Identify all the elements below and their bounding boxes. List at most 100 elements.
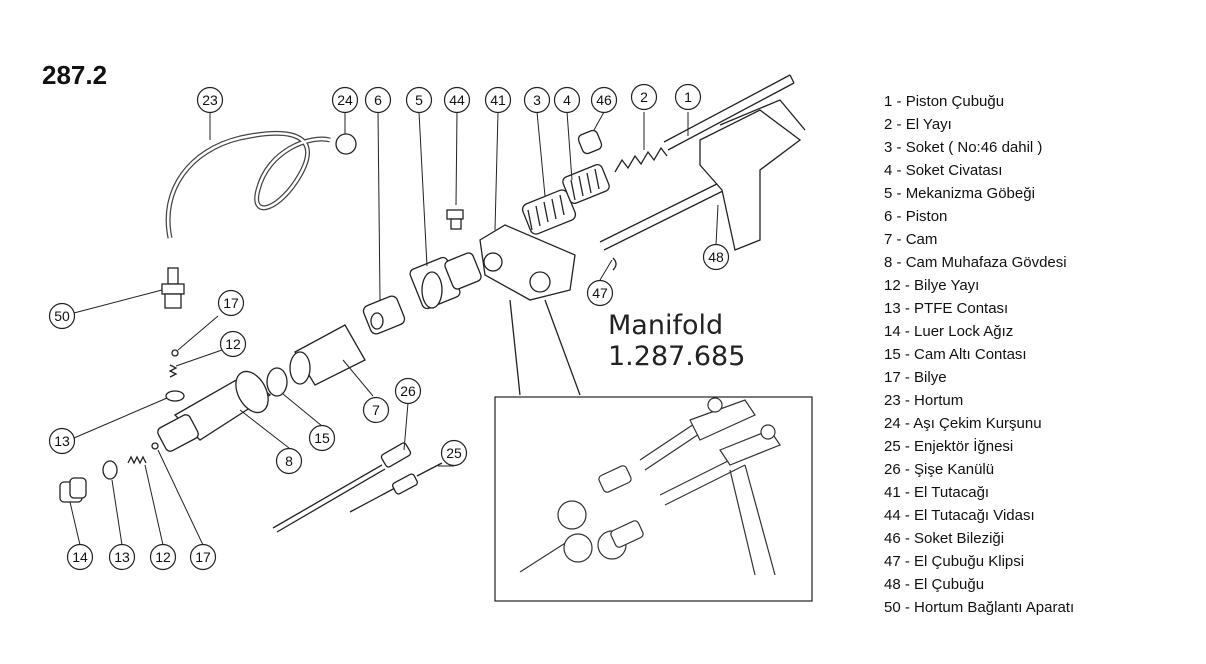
callout-number: 44: [449, 92, 465, 108]
legend-item: 4 - Soket Civatası: [884, 159, 1074, 182]
part-15-seal: [266, 367, 288, 397]
legend-number: 46: [884, 530, 901, 547]
legend-number: 3: [884, 139, 893, 156]
part-17-ball-a: [171, 349, 179, 357]
legend-item: 48 - El Çubuğu: [884, 573, 1074, 596]
legend-separator: -: [900, 553, 915, 570]
legend-number: 7: [884, 231, 893, 248]
part-25-needle: [349, 462, 443, 513]
legend-part-name: El Tutacağı: [914, 484, 990, 501]
legend-item: 15 - Cam Altı Contası: [884, 343, 1074, 366]
callout-number: 41: [490, 92, 506, 108]
callout-number: 14: [72, 549, 88, 565]
callout-circle: [394, 377, 422, 405]
part-1-piston-rod: [663, 74, 795, 151]
legend-number: 15: [884, 346, 901, 363]
legend-item: 25 - Enjektör İğnesi: [884, 435, 1074, 458]
legend-separator: -: [900, 576, 915, 593]
part-6-piston: [362, 295, 406, 335]
callout-number: 13: [54, 433, 70, 449]
part-44-screw: [446, 209, 464, 230]
legend-number: 44: [884, 507, 901, 524]
callout-number: 3: [533, 92, 541, 108]
legend-number: 47: [884, 553, 901, 570]
callout-5: 5: [405, 86, 433, 114]
legend-part-name: Cam: [905, 231, 938, 248]
legend-separator: -: [900, 484, 915, 501]
legend-part-name: Piston Çubuğu: [905, 93, 1005, 110]
callout-4: 4: [553, 86, 581, 114]
legend-separator: -: [900, 323, 915, 340]
legend-item: 1 - Piston Çubuğu: [884, 90, 1074, 113]
manifold-code: 1.287.685: [608, 341, 746, 372]
legend-number: 8: [884, 254, 893, 271]
callout-circle: [219, 330, 247, 358]
callout-number: 25: [446, 445, 462, 461]
legend-number: 50: [884, 599, 901, 616]
callout-circle: [405, 86, 433, 114]
legend-separator: -: [892, 139, 906, 156]
legend-item: 7 - Cam: [884, 228, 1074, 251]
legend-item: 3 - Soket ( No:46 dahil ): [884, 136, 1074, 159]
legend-item: 17 - Bilye: [884, 366, 1074, 389]
legend-part-name: Bilye Yayı: [914, 277, 980, 294]
legend-part-name: PTFE Contası: [914, 300, 1009, 317]
legend-number: 1: [884, 93, 893, 110]
callout-25: 25: [440, 439, 468, 467]
manifold-label: Manifold 1.287.685: [608, 310, 745, 372]
part-drawings: [59, 74, 806, 533]
callout-circle: [702, 243, 730, 271]
callout-24: 24: [331, 86, 359, 114]
callout-number: 50: [54, 308, 70, 324]
callout-13: 13: [48, 427, 76, 455]
callout-circle: [331, 86, 359, 114]
callout-circle: [523, 86, 551, 114]
legend-number: 26: [884, 461, 901, 478]
callout-circle: [48, 302, 76, 330]
callout-number: 8: [285, 453, 293, 469]
callout-14: 14: [66, 543, 94, 571]
part-41-handle: [479, 224, 581, 396]
callout-48: 48: [702, 243, 730, 271]
part-26-cannula: [272, 442, 412, 533]
callout-23: 23: [196, 86, 224, 114]
legend-item: 46 - Soket Bileziği: [884, 527, 1074, 550]
callout-circle: [674, 83, 702, 111]
callout-6: 6: [364, 86, 392, 114]
callout-circle: [48, 427, 76, 455]
manifold-inset-drawing: [519, 397, 781, 576]
callout-7: 7: [362, 396, 390, 424]
callout-number: 6: [374, 92, 382, 108]
callout-number: 47: [592, 285, 608, 301]
legend-separator: -: [900, 392, 915, 409]
legend-separator: -: [900, 438, 915, 455]
callout-number: 17: [223, 295, 239, 311]
model-number: 287.2: [42, 60, 108, 90]
legend-part-name: Enjektör İğnesi: [914, 438, 1014, 455]
legend-item: 5 - Mekanizma Göbeği: [884, 182, 1074, 205]
legend-separator: -: [900, 300, 915, 317]
legend-part-name: Luer Lock Ağız: [914, 323, 1014, 340]
part-24-weight: [335, 133, 357, 155]
legend-number: 5: [884, 185, 893, 202]
callout-circle: [308, 424, 336, 452]
callout-17: 17: [217, 289, 245, 317]
legend-part-name: El Tutacağı Vidası: [914, 507, 1035, 524]
legend-part-name: Piston: [905, 208, 948, 225]
manifold-inset-frame: [494, 396, 813, 602]
legend-item: 41 - El Tutacağı: [884, 481, 1074, 504]
legend-item: 8 - Cam Muhafaza Gövdesi: [884, 251, 1074, 274]
callout-number: 7: [372, 402, 380, 418]
part-12-spring-a: [168, 364, 178, 378]
callout-number: 23: [202, 92, 218, 108]
callout-2: 2: [630, 83, 658, 111]
legend-separator: -: [892, 162, 906, 179]
legend-part-name: El Yayı: [905, 116, 952, 133]
callout-1: 1: [674, 83, 702, 111]
legend-separator: -: [892, 116, 906, 133]
part-4-socket-bolt: [562, 164, 610, 204]
legend-separator: -: [900, 599, 915, 616]
legend-separator: -: [900, 507, 915, 524]
callout-3: 3: [523, 86, 551, 114]
